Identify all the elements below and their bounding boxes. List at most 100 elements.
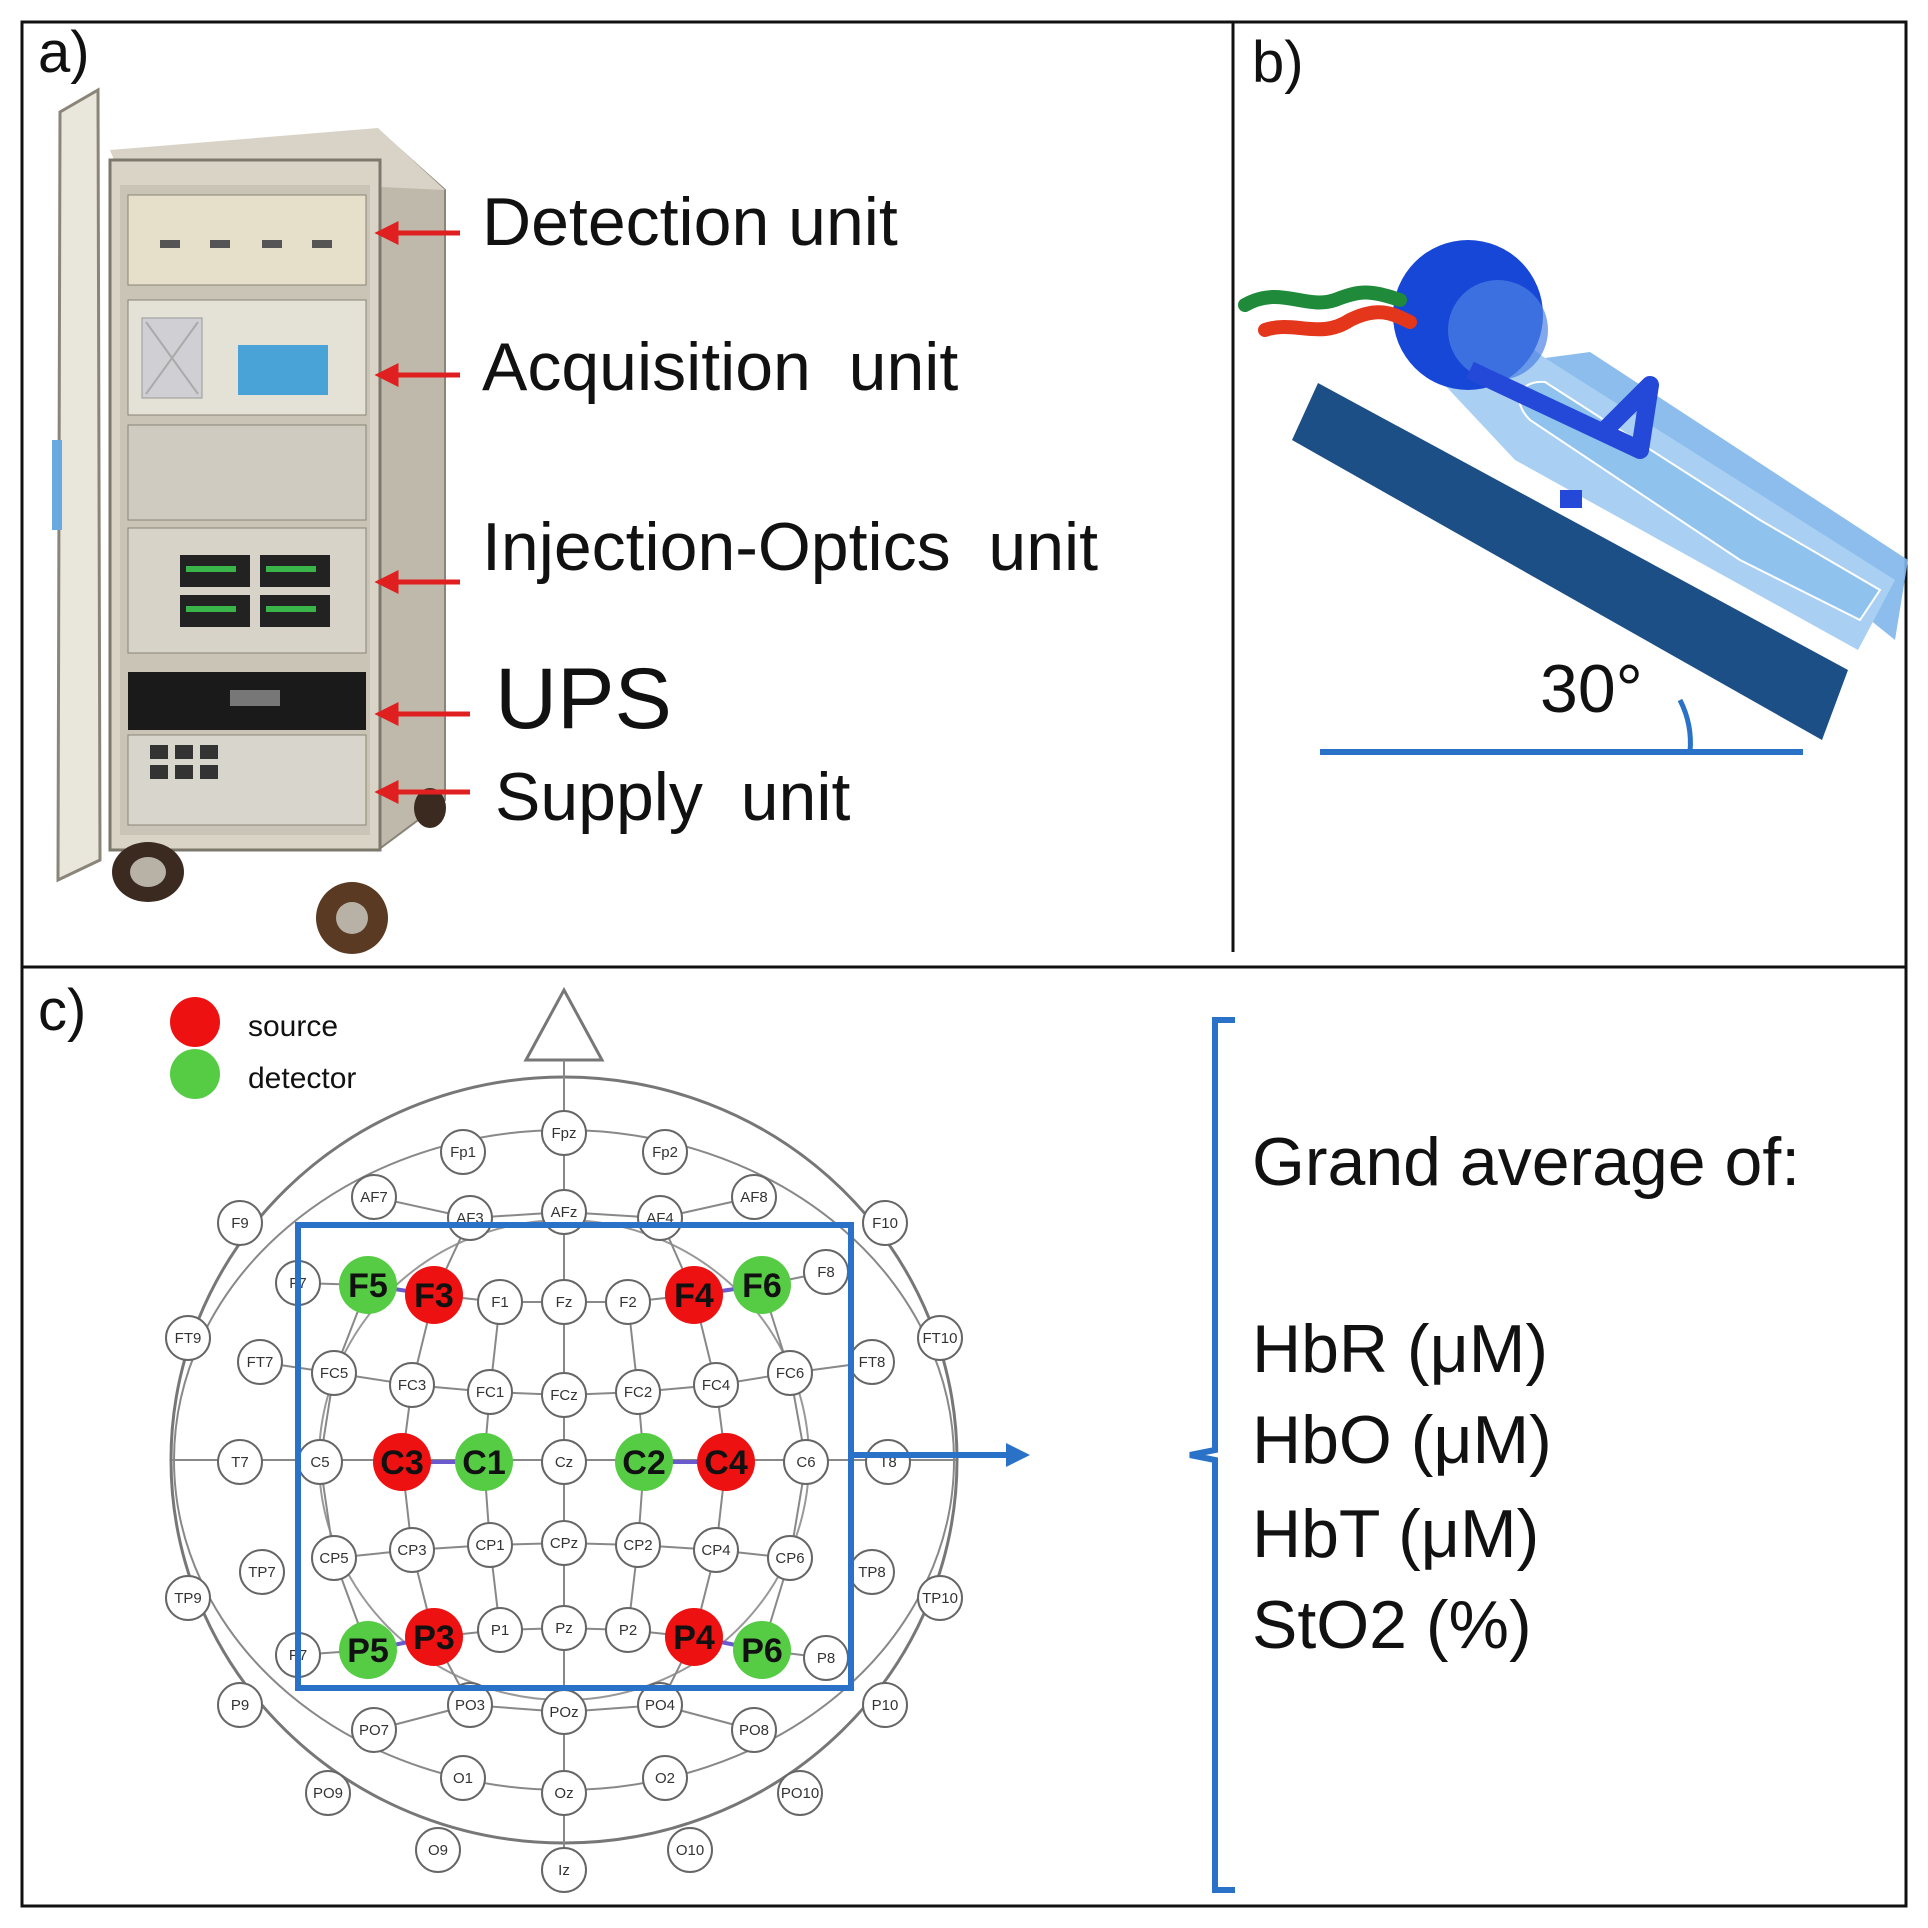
electrode-label: PO3 (455, 1697, 485, 1714)
electrode-label: P6 (741, 1632, 783, 1670)
angle-label: 30° (1540, 651, 1643, 727)
electrode-marker (783, 1439, 829, 1485)
electrode-ft10: FT10 (917, 1315, 963, 1361)
electrode-marker (697, 1433, 755, 1491)
electrode-marker (767, 1535, 813, 1581)
fiber-red (1258, 305, 1417, 337)
electrode-label: F5 (348, 1267, 388, 1305)
electrode-po3: PO3 (447, 1682, 493, 1728)
measure-hbr: HbR (μM) (1252, 1311, 1548, 1387)
electrode-po8: PO8 (731, 1707, 777, 1753)
measure-hbo: HbO (μM) (1252, 1402, 1552, 1478)
electrode-label: CP6 (775, 1550, 804, 1567)
electrode-label: P8 (817, 1650, 835, 1667)
electrode-cp2: CP2 (615, 1522, 661, 1568)
electrode-marker (642, 1755, 688, 1801)
electrode-c6: C6 (783, 1439, 829, 1485)
electrode-label: P3 (413, 1619, 455, 1657)
electrode-label: T8 (879, 1454, 897, 1471)
measure-hbt: HbT (μM) (1252, 1496, 1539, 1572)
electrode-label: F10 (872, 1215, 898, 1232)
electrode-label: FC6 (776, 1365, 804, 1382)
instrument-cabinet (52, 87, 446, 954)
electrode-marker (917, 1315, 963, 1361)
electrode-label: CP1 (475, 1537, 504, 1554)
electrode-label: FC5 (320, 1365, 348, 1382)
electrode-label: F6 (742, 1267, 782, 1305)
electrode-label: TP8 (858, 1564, 886, 1581)
roi-arrow (851, 1443, 1030, 1467)
electrode-label: PO8 (739, 1722, 769, 1739)
electrode-fc3: FC3 (389, 1362, 435, 1408)
electrode-marker (541, 1439, 587, 1485)
electrode-marker (605, 1279, 651, 1325)
electrode-cpz: CPz (541, 1520, 587, 1566)
electrode-marker (731, 1174, 777, 1220)
electrode-label: C4 (704, 1444, 748, 1482)
electrode-label: O9 (428, 1842, 448, 1859)
electrode-fc6: FC6 (767, 1350, 813, 1396)
electrode-tp10: TP10 (917, 1575, 963, 1621)
electrode-marker (165, 1575, 211, 1621)
electrode-label: PO10 (781, 1785, 819, 1802)
electrode-oz: Oz (541, 1770, 587, 1816)
electrode-label: Pz (555, 1620, 573, 1637)
electrode-label: F1 (491, 1294, 509, 1311)
electrode-cp3: CP3 (389, 1527, 435, 1573)
electrode-label: T7 (231, 1454, 249, 1471)
electrode-marker (405, 1608, 463, 1666)
electrode-label: FC3 (398, 1377, 426, 1394)
electrode-label: F4 (674, 1277, 714, 1315)
electrode-cz: Cz (541, 1439, 587, 1485)
electrode-pz: Pz (541, 1605, 587, 1651)
panel-c-tag: c) (38, 978, 86, 1043)
electrode-p2: P2 (605, 1607, 651, 1653)
electrode-marker (541, 1605, 587, 1651)
label-supply-unit: Supply unit (495, 759, 850, 835)
legend-detector-marker (170, 1049, 220, 1099)
electrode-marker (693, 1527, 739, 1573)
electrode-marker (917, 1575, 963, 1621)
electrode-marker (447, 1195, 493, 1241)
electrode-fc2: FC2 (615, 1369, 661, 1415)
electrode-af4: AF4 (637, 1195, 683, 1241)
electrode-label: C3 (380, 1444, 423, 1482)
electrode-label: Oz (554, 1785, 573, 1802)
electrode-cp6: CP6 (767, 1535, 813, 1581)
electrode-po4: PO4 (637, 1682, 683, 1728)
electrode-label: TP9 (174, 1590, 202, 1607)
electrode-af8: AF8 (731, 1174, 777, 1220)
electrode-p4: P4 (665, 1608, 723, 1666)
electrode-marker (615, 1522, 661, 1568)
electrode-po9: PO9 (305, 1770, 351, 1816)
electrode-label: P2 (619, 1622, 637, 1639)
electrode-marker (665, 1266, 723, 1324)
electrode-label: FT7 (247, 1354, 274, 1371)
electrode-label: AFz (551, 1204, 578, 1221)
electrode-label: CPz (550, 1535, 578, 1552)
electrode-label: O10 (676, 1842, 704, 1859)
electrode-marker (440, 1755, 486, 1801)
electrode-tp7: TP7 (239, 1549, 285, 1595)
electrode-c4: C4 (697, 1433, 755, 1491)
electrode-p10: P10 (862, 1682, 908, 1728)
electrode-fp2: Fp2 (642, 1129, 688, 1175)
electrode-marker (373, 1433, 431, 1491)
electrode-marker (605, 1607, 651, 1653)
electrode-p5: P5 (339, 1621, 397, 1679)
electrode-marker (477, 1607, 523, 1653)
electrode-marker (865, 1439, 911, 1485)
electrode-o1: O1 (440, 1755, 486, 1801)
electrode-label: Fp1 (450, 1144, 476, 1161)
electrode-c1: C1 (455, 1433, 513, 1491)
angle-indicator (1320, 698, 1803, 755)
electrode-marker (642, 1129, 688, 1175)
electrode-label: C5 (310, 1454, 329, 1471)
electrode-marker (637, 1195, 683, 1241)
electrode-po10: PO10 (777, 1770, 823, 1816)
electrode-marker (239, 1549, 285, 1595)
electrode-label: FC2 (624, 1384, 652, 1401)
electrode-label: P10 (872, 1697, 899, 1714)
legend-detector-label: detector (248, 1062, 356, 1095)
